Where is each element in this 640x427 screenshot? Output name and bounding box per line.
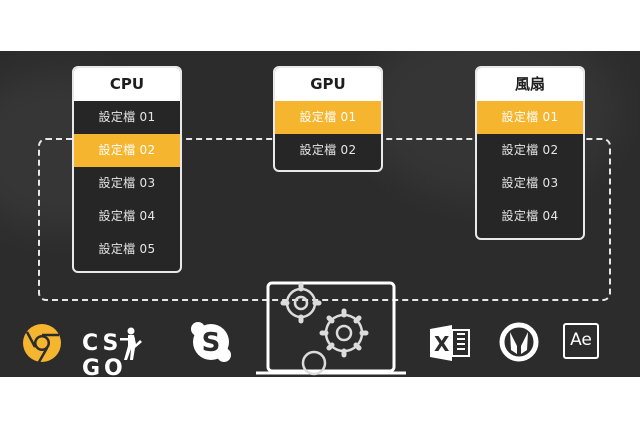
excel-icon: X (430, 324, 470, 362)
svg-text:S: S (202, 328, 221, 358)
fan-profile-03[interactable]: 設定檔 03 (501, 176, 559, 190)
cpu-profile-01[interactable]: 設定檔 01 (98, 110, 156, 124)
gpu-panel-title: GPU (275, 68, 381, 101)
csgo-logo: CS GO (82, 327, 172, 377)
cpu-panel-title: CPU (74, 68, 180, 101)
gpu-profile-01[interactable]: 設定檔 01 (275, 101, 381, 134)
skype-icon: S (191, 322, 231, 362)
cpu-profile-05[interactable]: 設定檔 05 (98, 242, 156, 256)
after-effects-icon: Ae (563, 323, 599, 359)
gpu-panel: GPU 設定檔 01 設定檔 02 (273, 66, 383, 172)
gpu-profile-02[interactable]: 設定檔 02 (299, 143, 357, 157)
after-effects-text: Ae (570, 330, 592, 350)
chrome-icon (23, 324, 61, 363)
overwatch-icon (499, 322, 539, 362)
cpu-panel: CPU 設定檔 01 設定檔 02 設定檔 03 設定檔 04 設定檔 05 (72, 66, 182, 273)
excel-letter: X (434, 332, 450, 356)
cpu-profile-04[interactable]: 設定檔 04 (98, 209, 156, 223)
soldier-icon (120, 327, 142, 360)
cpu-profile-02[interactable]: 設定檔 02 (74, 134, 180, 167)
cpu-profile-03[interactable]: 設定檔 03 (98, 176, 156, 190)
fan-profile-04[interactable]: 設定檔 04 (501, 209, 559, 223)
illustration-stage: CPU 設定檔 01 設定檔 02 設定檔 03 設定檔 04 設定檔 05 G… (0, 51, 640, 377)
laptop-gears-icon (256, 281, 406, 376)
fan-profile-02[interactable]: 設定檔 02 (501, 143, 559, 157)
fan-panel-title: 風扇 (477, 68, 583, 101)
fan-panel: 風扇 設定檔 01 設定檔 02 設定檔 03 設定檔 04 (475, 66, 585, 240)
fan-profile-01[interactable]: 設定檔 01 (477, 101, 583, 134)
csgo-logo-text: CS GO (82, 331, 127, 377)
